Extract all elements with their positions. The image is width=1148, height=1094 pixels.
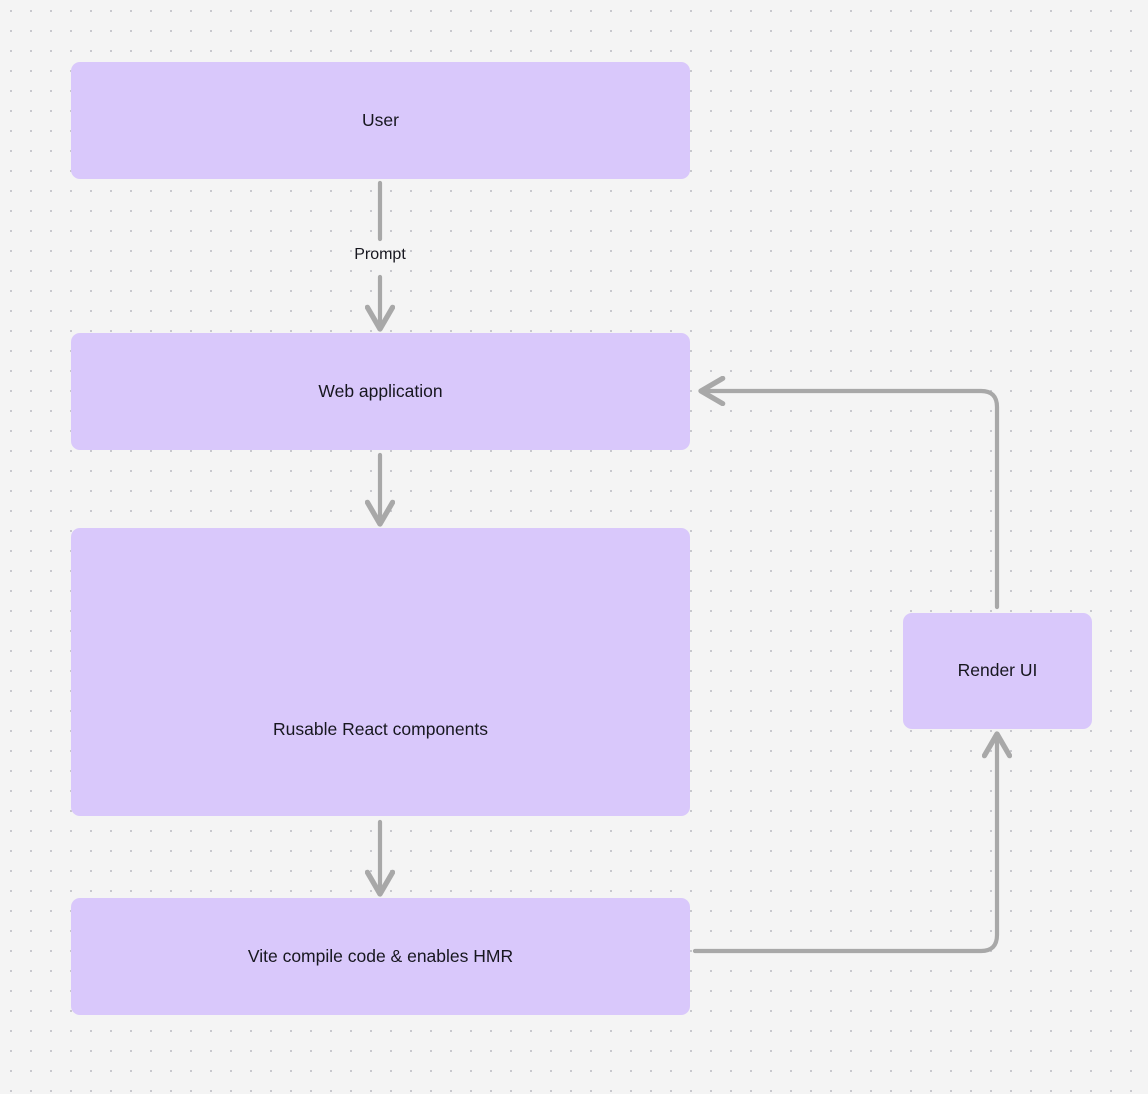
node-user-label: User (362, 109, 399, 130)
node-web-application-label: Web application (318, 380, 443, 401)
node-reusable-react-components-label: Rusable React components (273, 719, 488, 739)
node-user[interactable]: User (71, 62, 690, 179)
node-render-ui-label: Render UI (957, 660, 1038, 681)
node-web-application[interactable]: Web application (71, 333, 690, 450)
node-reusable-react-components[interactable]: HTML = structure CSS = Styles & Layouts … (71, 528, 690, 816)
edge-render-to-webapp (703, 391, 1000, 610)
node-vite-label: Vite compile code & enables HMR (247, 945, 514, 966)
edge-vite-to-render (692, 736, 997, 954)
edge-label-prompt: Prompt (354, 246, 406, 263)
node-render-ui[interactable]: Render UI (903, 613, 1092, 729)
node-vite[interactable]: Vite compile code & enables HMR (71, 898, 690, 1015)
